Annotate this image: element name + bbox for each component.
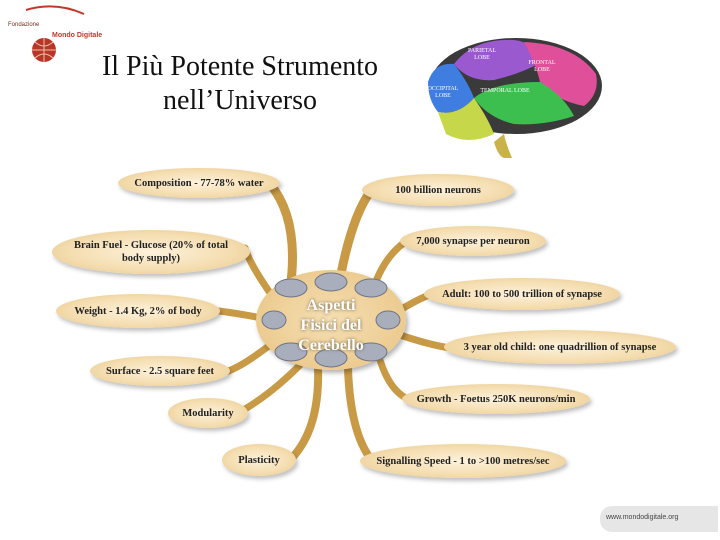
logo: Fondazione Mondo Digitale — [6, 4, 126, 74]
brain-pattern-icon — [261, 272, 401, 368]
node-modularity: Modularity — [168, 398, 248, 428]
temporal-lobe-label: TEMPORAL LOBE — [480, 88, 530, 94]
node-composition: Composition - 77-78% water — [118, 168, 280, 198]
node-neurons: 100 billion neurons — [362, 174, 514, 206]
node-brain-fuel: Brain Fuel - Glucose (20% of total body … — [52, 230, 250, 274]
brain-illustration: PARIETAL LOBE FRONTAL LOBE OCCIPITAL LOB… — [424, 34, 604, 158]
central-topic-node — [256, 270, 406, 370]
frontal-lobe-label: FRONTAL LOBE — [528, 60, 556, 73]
node-growth: Growth - Foetus 250K neurons/min — [402, 384, 590, 414]
node-synapse-per-neuron: 7,000 synapse per neuron — [400, 226, 546, 256]
org-small-label: Fondazione — [8, 22, 40, 28]
node-child-synapse: 3 year old child: one quadrillion of syn… — [444, 330, 676, 364]
node-surface: Surface - 2.5 square feet — [90, 356, 230, 386]
node-signalling-speed: Signalling Speed - 1 to >100 metres/sec — [360, 444, 566, 478]
central-topic-label: Aspetti Fisici del Cerebello — [256, 296, 406, 356]
brain-icon — [428, 38, 602, 158]
node-adult-synapse: Adult: 100 to 500 trillion of synapse — [424, 278, 620, 310]
footer-url: www.mondodigitale.org — [606, 514, 679, 521]
central-line-3: Cerebello — [298, 337, 364, 354]
org-name-label: Mondo Digitale — [52, 32, 103, 39]
occipital-lobe-label: OCCIPITAL LOBE — [427, 86, 459, 99]
title-line-2: nell’Universo — [163, 85, 317, 116]
node-plasticity: Plasticity — [222, 444, 296, 476]
globe-icon — [25, 5, 85, 62]
node-weight: Weight - 1.4 Kg, 2% of body — [56, 294, 220, 328]
footer-bar — [600, 506, 718, 532]
parietal-lobe-label: PARIETAL LOBE — [468, 48, 496, 61]
page-title: Il Più Potente Strumento nell’Universo — [60, 50, 420, 118]
central-line-2: Fisici del — [300, 317, 362, 334]
title-line-1: Il Più Potente Strumento — [101, 51, 379, 82]
central-line-1: Aspetti — [306, 297, 356, 314]
